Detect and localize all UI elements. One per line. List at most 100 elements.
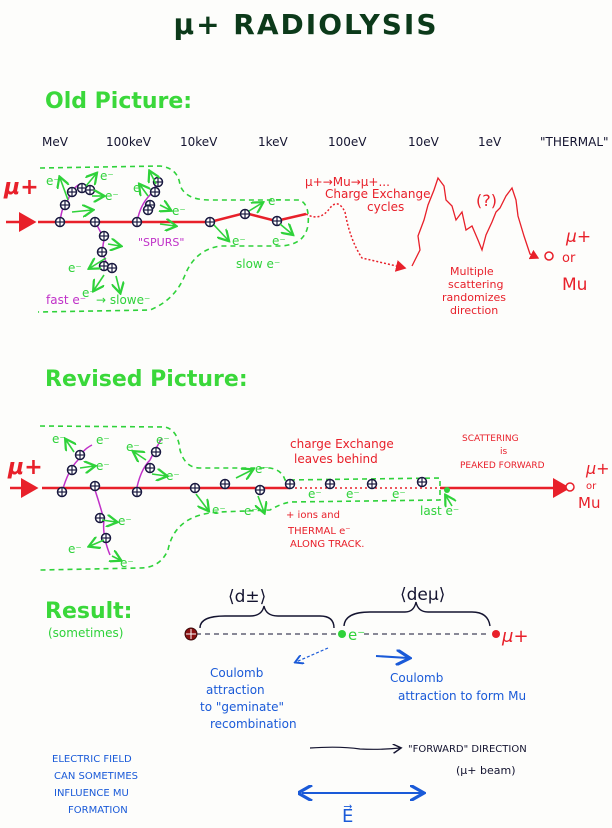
electron-label: e⁻ — [96, 433, 110, 447]
electron-label: e⁻ — [172, 204, 186, 218]
note-line: THERMAL e⁻ — [287, 526, 351, 537]
electric-field-note: ELECTRIC FIELD CAN SOMETIMES INFLUENCE M… — [52, 754, 138, 816]
fast-electron-label: fast e⁻ — [46, 293, 86, 307]
electron-label: e⁻ — [392, 487, 406, 501]
ions-note: + ions and THERMAL e⁻ ALONG TRACK. — [286, 510, 364, 550]
last-electron-label: last e⁻ — [420, 504, 459, 518]
electron-label: e⁻ — [100, 169, 114, 183]
electron-label: e⁻ — [126, 440, 140, 454]
beam-label: (μ+ beam) — [456, 764, 516, 777]
electron-label: e⁻ — [255, 462, 269, 476]
note-line: leaves behind — [294, 452, 378, 466]
muon-dot — [492, 630, 500, 638]
energy-label: 1keV — [258, 135, 289, 149]
note-line: Charge Exchange — [325, 187, 431, 201]
electron-label: e⁻ — [346, 487, 360, 501]
electron-label: e⁻ — [244, 504, 258, 518]
electron-label: e⁻ — [46, 174, 60, 188]
electron-arrows — [60, 172, 292, 292]
note-line: + ions and — [286, 510, 340, 521]
end-mu-label: Mu — [562, 275, 587, 295]
electron-label: e⁻ — [272, 234, 286, 248]
end-muon-label: μ+ — [565, 227, 591, 247]
electron-label: e⁻ — [68, 542, 82, 556]
note-line: Coulomb — [210, 666, 263, 680]
electron-label: e⁻ — [68, 261, 82, 275]
question-mark: (?) — [476, 191, 497, 210]
spur-track — [61, 444, 93, 493]
note-line: Multiple — [450, 265, 494, 278]
final-muon-dot — [565, 482, 575, 492]
spurs-label: "SPURS" — [138, 236, 184, 249]
electron-label: e⁻ — [118, 514, 132, 528]
note-line: direction — [450, 304, 498, 317]
final-muon-dot — [544, 251, 554, 261]
electron-label: e⁻ — [120, 556, 134, 570]
slow-electron-transition-label: → slowe⁻ — [96, 293, 150, 307]
muon-label: μ+ — [501, 626, 529, 647]
end-or-label: or — [586, 481, 597, 492]
ion-group — [54, 176, 283, 274]
note-line: attraction — [206, 683, 265, 697]
note-line: to "geminate" — [200, 700, 284, 714]
energy-label: "THERMAL" — [540, 135, 609, 149]
end-mu-label: Mu — [578, 494, 600, 512]
note-line: Coulomb — [390, 671, 443, 685]
multiple-scattering-path — [411, 176, 540, 267]
energy-label: 100keV — [106, 135, 152, 149]
electron-label: e⁻ — [308, 487, 322, 501]
end-muon-label: μ+ — [585, 459, 610, 478]
electron-label: e⁻ — [82, 286, 96, 300]
electron-labels: e⁻ e⁻ e⁻ e⁻ e⁻ e⁻ e⁻ e⁻ e⁻ e⁻ — [46, 169, 286, 300]
electron-label: e⁻ — [156, 433, 170, 447]
note-line: μ+→Mu→μ+... — [305, 175, 390, 189]
energy-label: 10keV — [180, 135, 218, 149]
note-line: FORMATION — [68, 805, 128, 816]
spur-track — [135, 437, 163, 493]
end-or-label: or — [562, 251, 576, 266]
scattering-note: Multiple scattering randomizes direction — [442, 265, 506, 317]
note-line: ELECTRIC FIELD — [52, 754, 132, 765]
result-subheading: (sometimes) — [48, 626, 123, 640]
d-e-mu-label: ⟨deμ⟩ — [400, 585, 445, 605]
ion-group — [56, 446, 428, 544]
d-plus-minus-label: ⟨d±⟩ — [228, 587, 266, 607]
note-line: PEAKED FORWARD — [460, 461, 545, 471]
electron-dot — [338, 630, 346, 638]
note-line: recombination — [210, 717, 297, 731]
electron-label: e⁻ — [166, 469, 180, 483]
revised-picture-heading: Revised Picture: — [45, 367, 248, 392]
note-line: randomizes — [442, 291, 506, 304]
form-mu-arrow — [375, 656, 408, 658]
forward-arrow — [309, 747, 400, 749]
forward-direction-label: "FORWARD" DIRECTION — [408, 744, 527, 755]
charge-exchange-note: μ+→Mu→μ+... Charge Exchange cycles — [305, 175, 431, 214]
note-line: ALONG TRACK. — [290, 539, 364, 550]
electron-label: e⁻ — [348, 626, 365, 644]
electron-label: e⁻ — [133, 181, 147, 195]
title: μ+ RADIOLYSIS — [173, 8, 438, 41]
electron-label: e⁻ — [52, 432, 66, 446]
electric-field-vector-label: E⃗ — [342, 805, 353, 827]
revised-envelope — [39, 425, 441, 571]
energy-label: 10eV — [408, 135, 440, 149]
muon-label: μ+ — [7, 455, 43, 480]
old-picture-heading: Old Picture: — [45, 89, 192, 114]
muon-label: μ+ — [3, 175, 39, 200]
electron-labels: e⁻ e⁻ e⁻ e⁻ e⁻ e⁻ e⁻ e⁻ e⁻ e⁻ e⁻ e⁻ e⁻ e… — [52, 432, 406, 570]
charge-exchange-path — [305, 203, 407, 272]
result-heading: Result: — [45, 599, 132, 624]
electron-arrows — [66, 440, 452, 560]
energy-scale: MeV 100keV 10keV 1keV 100eV 10eV 1eV "TH… — [42, 135, 609, 149]
electron-label: e⁻ — [232, 234, 246, 248]
energy-label: MeV — [42, 135, 69, 149]
electron-label: e⁻ — [96, 459, 110, 473]
electron-label: e⁻ — [212, 503, 226, 517]
brace-d-plus-minus — [199, 605, 335, 629]
note-line: INFLUENCE MU — [54, 788, 129, 799]
note-line: CAN SOMETIMES — [54, 771, 138, 782]
charge-exchange-note: charge Exchange leaves behind — [290, 437, 394, 466]
note-line: charge Exchange — [290, 437, 394, 451]
